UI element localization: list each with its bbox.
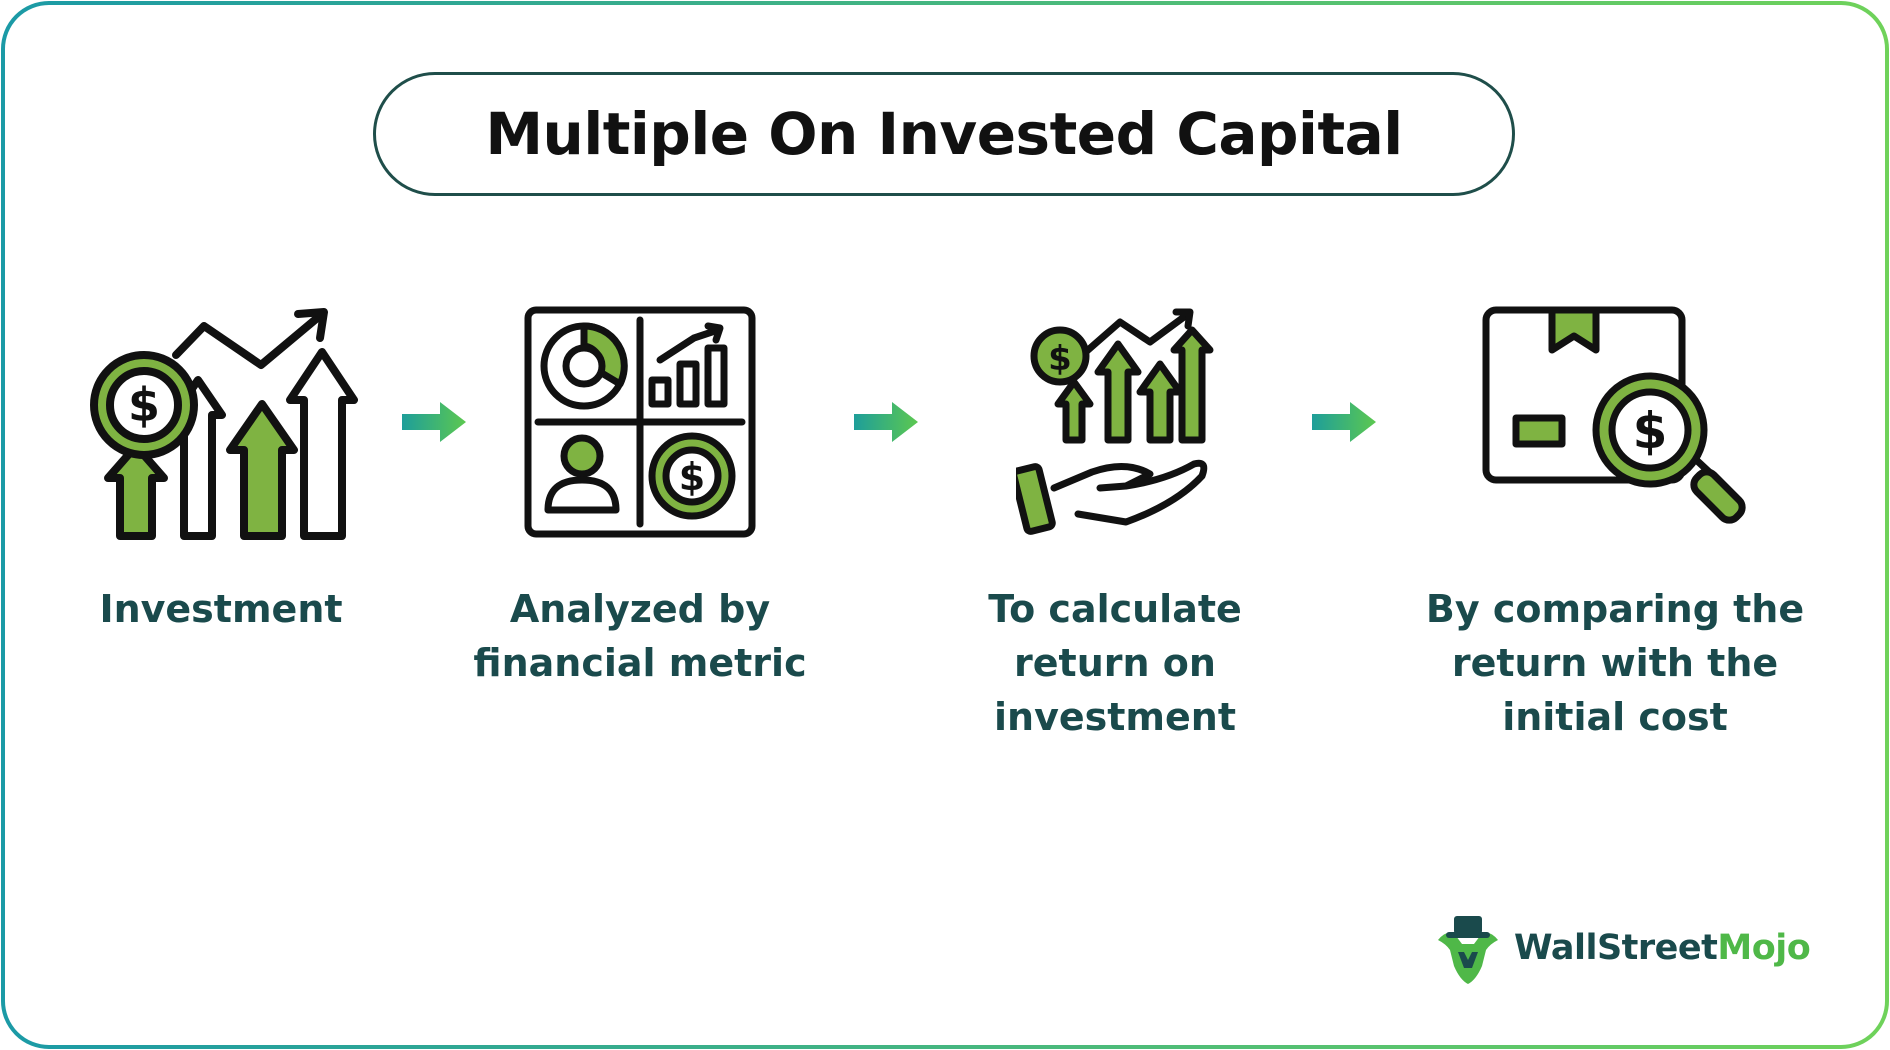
financial-dashboard-icon: $ [524,306,756,538]
hand-growth-icon: $ [1016,308,1214,535]
investment-growth-icon: $ [90,308,358,540]
step-1-label: Investment [99,587,343,631]
svg-text:$: $ [1633,402,1668,460]
title-pill: Multiple On Invested Capital [373,72,1515,196]
flow-arrow-1 [402,402,466,442]
step-3-label: To calculate return on investment [988,587,1242,739]
page-title: Multiple On Invested Capital [485,100,1403,168]
flow-arrow-2 [854,402,918,442]
brand-name: WallStreetMojo [1514,928,1811,968]
wallstreetmojo-logo-icon [1438,916,1498,984]
box-magnifier-icon: $ [1482,306,1746,524]
svg-text:$: $ [1048,339,1072,379]
brand-name-part2: Mojo [1717,928,1811,968]
step-2-label: Analyzed by financial metric [473,587,807,685]
brand-logo: WallStreetMojo [1424,910,1811,990]
svg-text:$: $ [128,378,160,432]
svg-text:$: $ [679,455,705,499]
step-4-label: By comparing the return with the initial… [1425,587,1805,739]
flow-arrow-3 [1312,402,1376,442]
brand-name-part1: WallStreet [1514,928,1718,968]
